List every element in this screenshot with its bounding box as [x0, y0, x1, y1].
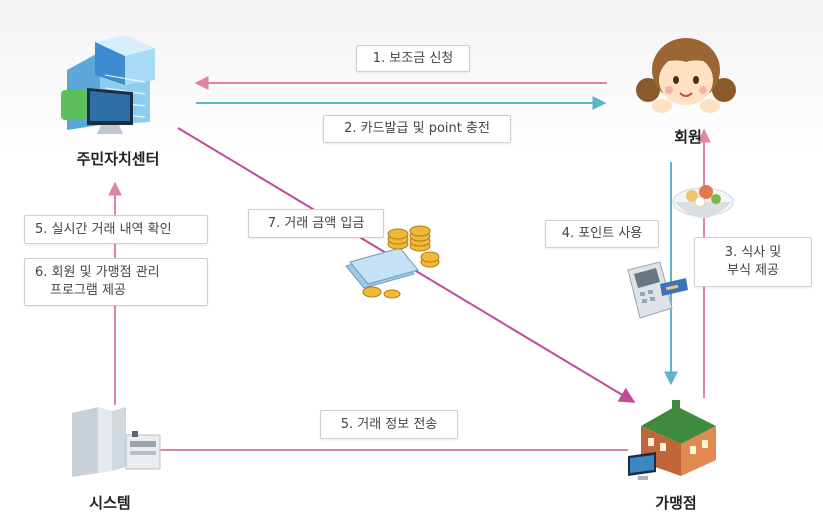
member-girl-illustration — [636, 38, 736, 113]
flow-label-step5-realtime: 5. 실시간 거래 내역 확인 — [24, 215, 208, 244]
store-illustration — [628, 400, 716, 480]
system-server-illustration — [72, 407, 161, 477]
node-label-system: 시스템 — [89, 494, 131, 512]
flow-label-step3: 3. 식사 및 부식 제공 — [694, 237, 812, 287]
flow-label-step7: 7. 거래 금액 입금 — [248, 209, 384, 238]
food-bowl-illustration — [672, 185, 734, 218]
flow-label-step1: 1. 보조금 신청 — [356, 45, 470, 72]
community-center-illustration — [61, 35, 155, 134]
flow-label-step3-line2: 부식 제공 — [727, 263, 779, 278]
node-label-center: 주민자치센터 — [76, 150, 160, 168]
flow-label-step5-realtime-text: 5. 실시간 거래 내역 확인 — [35, 221, 172, 237]
flow-label-step6: 6. 회원 및 가맹점 관리 프로그램 제공 — [24, 258, 208, 306]
flow-label-step6-line2: 프로그램 제공 — [50, 283, 126, 298]
money-coins-illustration — [345, 225, 440, 299]
flow-label-step6-line1: 6. 회원 및 가맹점 관리 — [35, 265, 160, 280]
flow-label-step1-text: 1. 보조금 신청 — [372, 50, 454, 66]
flow-label-step2: 2. 카드발급 및 point 충전 — [323, 115, 511, 143]
flow-label-step2-text: 2. 카드발급 및 point 충전 — [344, 121, 490, 136]
flow-label-step5-transfer: 5. 거래 정보 전송 — [320, 410, 458, 439]
flow-label-step5-transfer-text: 5. 거래 정보 전송 — [340, 416, 438, 432]
node-label-store: 가맹점 — [655, 494, 697, 512]
flow-label-step7-text: 7. 거래 금액 입금 — [267, 215, 365, 231]
card-terminal-illustration — [627, 261, 688, 319]
flow-label-step3-line1: 3. 식사 및 — [724, 245, 782, 260]
flow-label-step4: 4. 포인트 사용 — [545, 220, 659, 248]
flow-label-step4-text: 4. 포인트 사용 — [561, 226, 643, 241]
node-label-member: 회원 — [674, 128, 702, 146]
